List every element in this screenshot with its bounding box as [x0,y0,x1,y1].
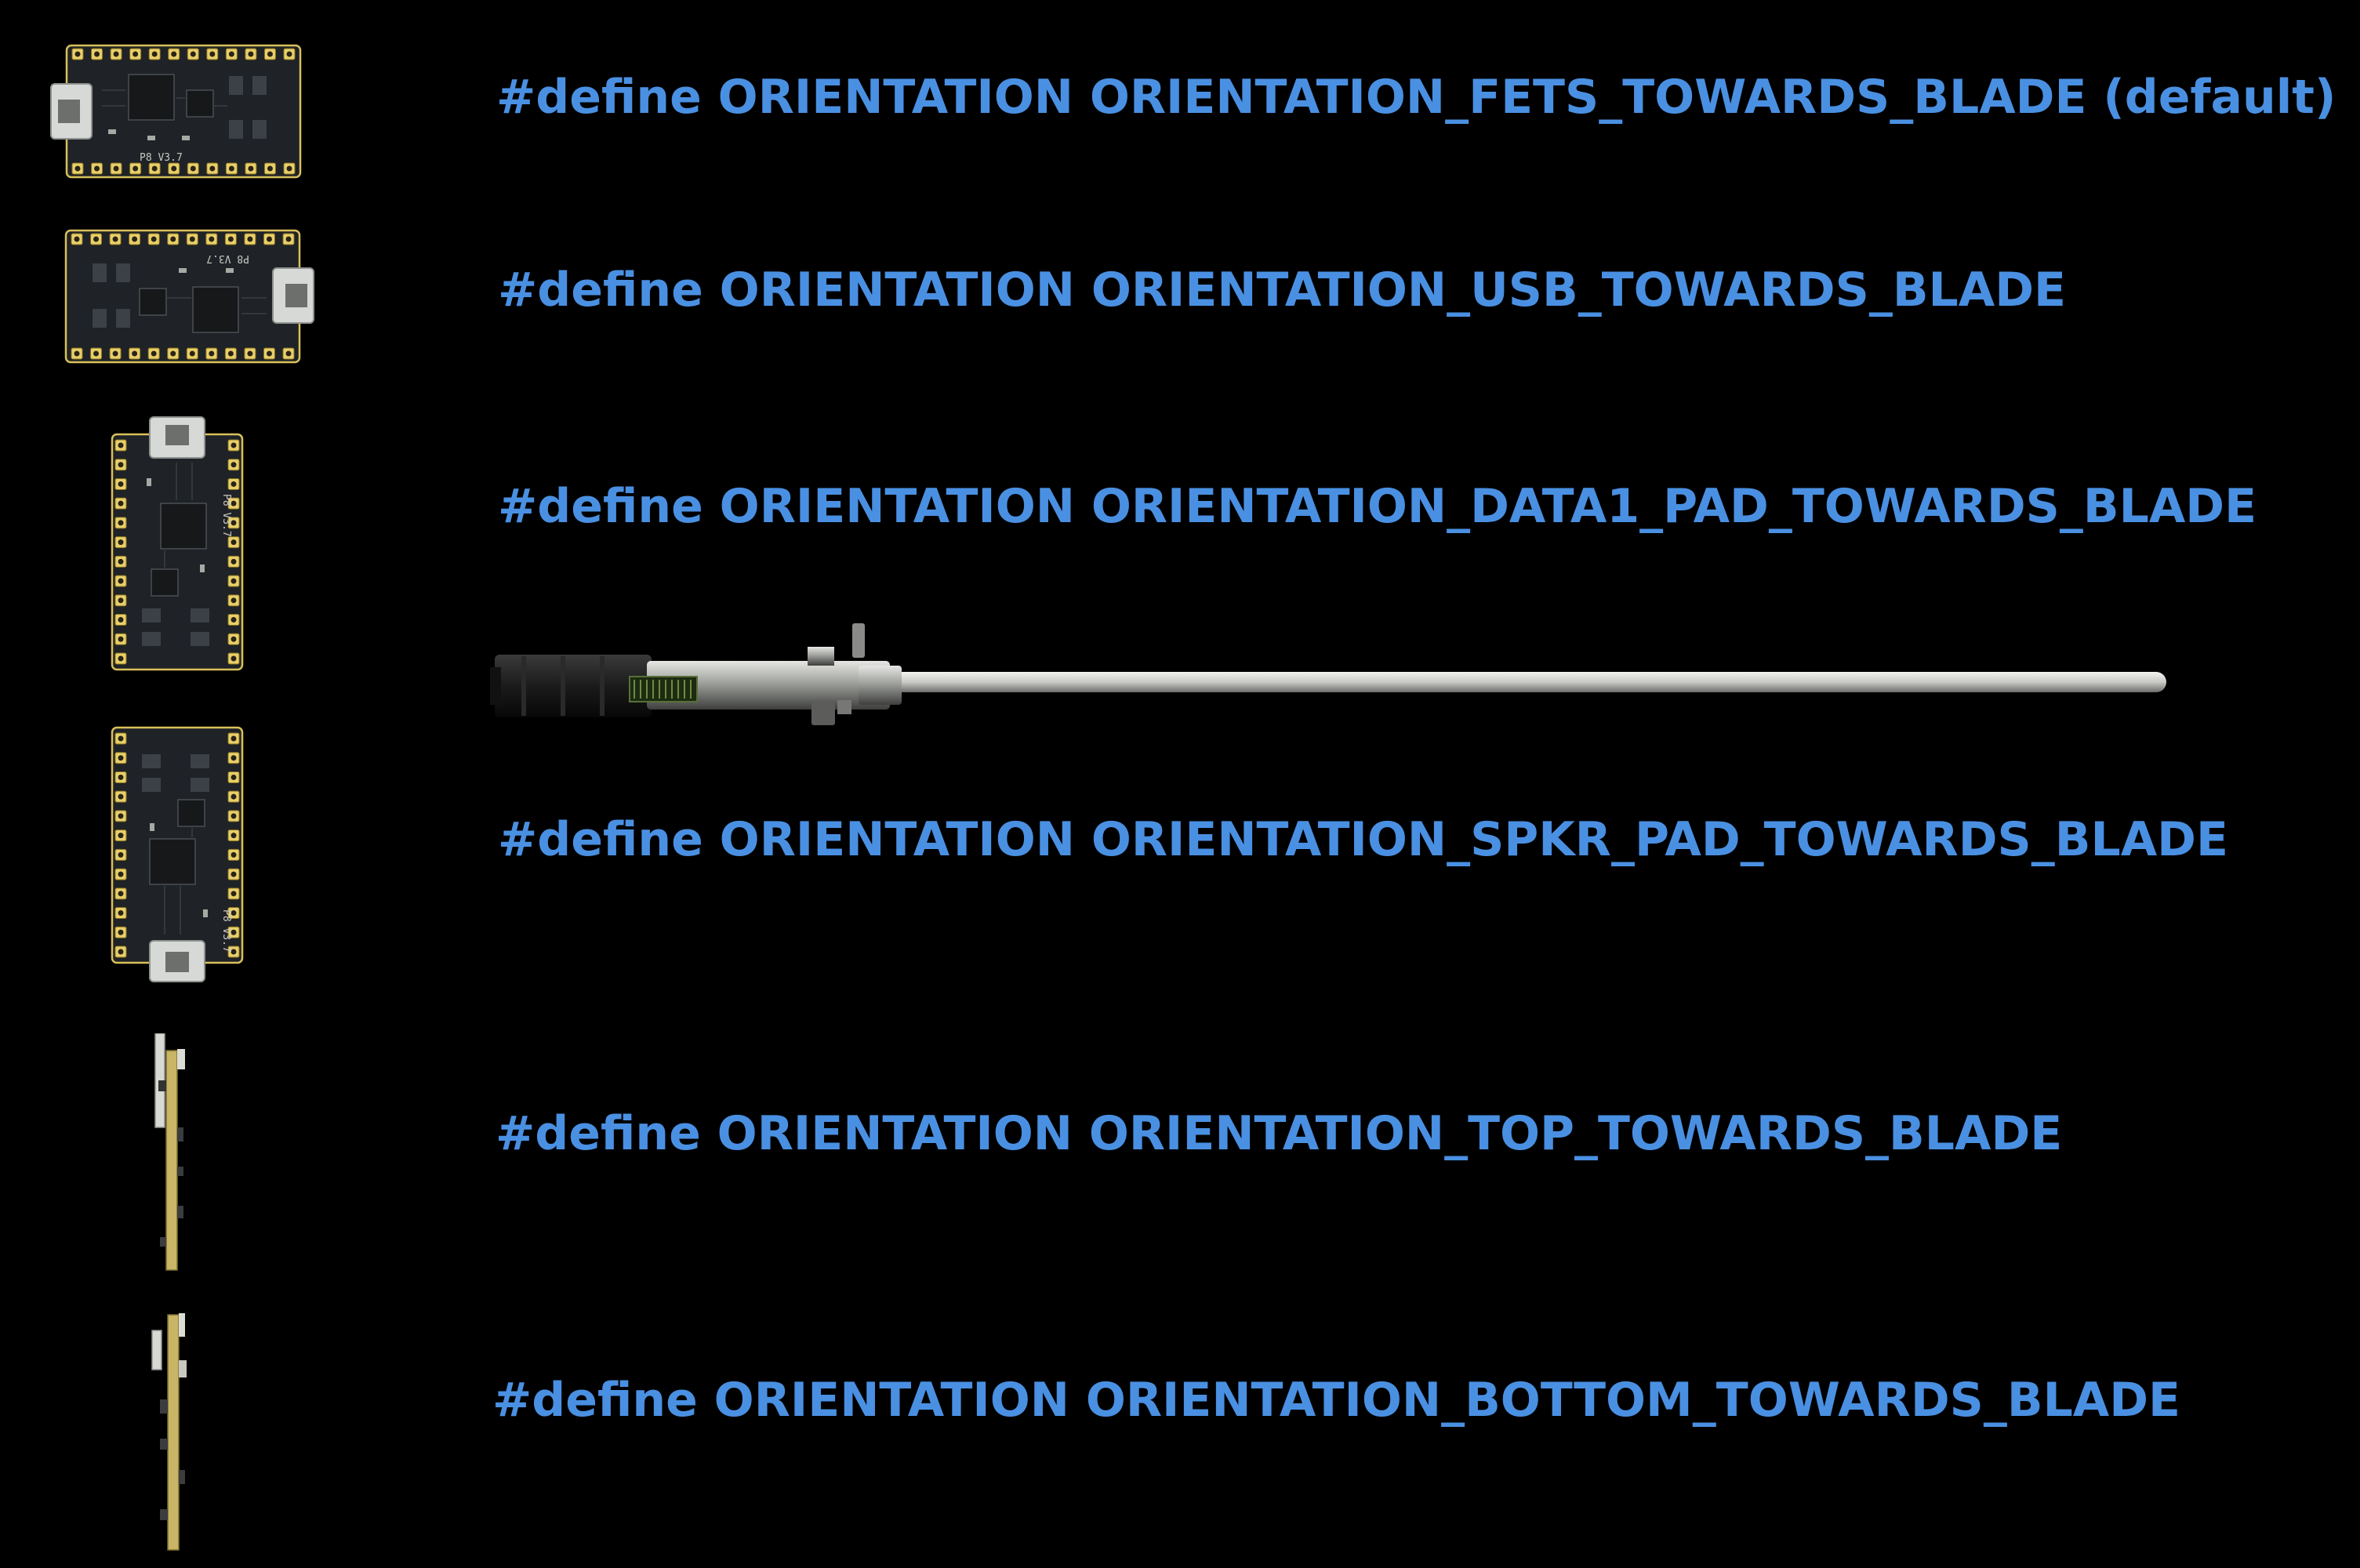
board-data1-pad-towards-blade-icon: P8 V3.7 [111,416,244,671]
svg-text:P8 V3.7: P8 V3.7 [220,494,232,537]
orientation-label-top: #define ORIENTATION ORIENTATION_TOP_TOWA… [496,1106,2063,1161]
svg-text:P8 V3.7: P8 V3.7 [220,909,232,953]
board-top-towards-blade-edge-icon [154,1033,185,1271]
board-fets-towards-blade-icon: P8 V3.7 [50,44,302,179]
board-spkr-pad-towards-blade-icon: P8 V3.7 [111,726,244,982]
board-bottom-towards-blade-edge-icon [151,1313,187,1551]
svg-text:P8 V3.7: P8 V3.7 [140,152,183,164]
lightsaber-icon [490,623,2166,725]
board-usb-towards-blade-icon: P8 V3.7 [64,229,314,364]
orientation-label-data1-pad: #define ORIENTATION ORIENTATION_DATA1_PA… [498,479,2257,534]
orientation-label-fets: #define ORIENTATION ORIENTATION_FETS_TOW… [496,70,2336,125]
svg-text:P8 V3.7: P8 V3.7 [206,252,249,264]
orientation-label-usb: #define ORIENTATION ORIENTATION_USB_TOWA… [498,263,2067,318]
orientation-label-bottom: #define ORIENTATION ORIENTATION_BOTTOM_T… [492,1373,2181,1428]
orientation-label-spkr-pad: #define ORIENTATION ORIENTATION_SPKR_PAD… [498,812,2228,867]
